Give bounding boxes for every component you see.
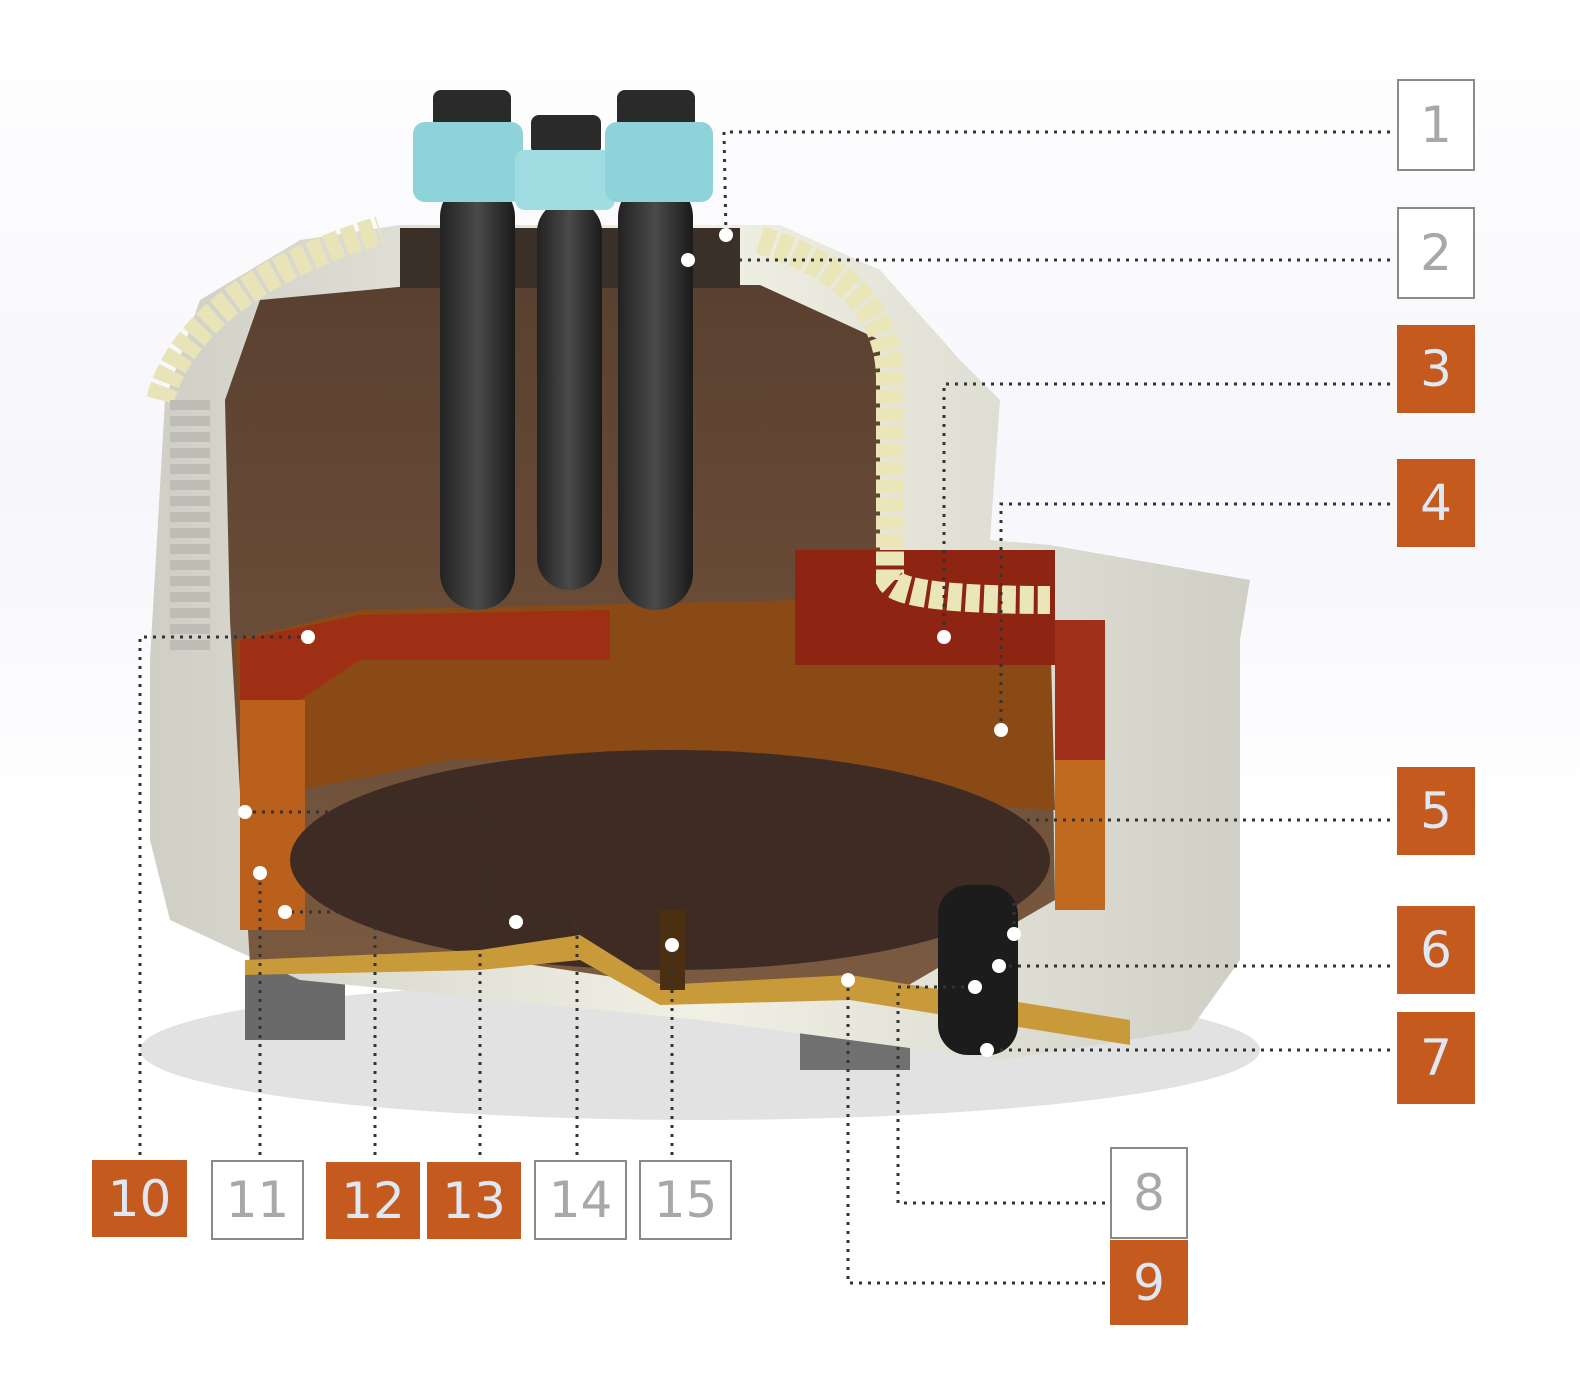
- leader-12: [285, 910, 377, 1155]
- molten-bath: [290, 750, 1050, 970]
- callout-9: 9: [1110, 1240, 1188, 1325]
- leader-8: [896, 985, 1105, 1205]
- callout-6: 6: [1397, 906, 1475, 994]
- leader-dots: [238, 228, 1021, 1057]
- callout-2: 2: [1397, 207, 1475, 299]
- callout-14: 14: [534, 1160, 627, 1240]
- red-brick-layer: [240, 610, 610, 700]
- leader-4: [999, 502, 1390, 730]
- red-brick-right: [795, 550, 1055, 665]
- leader-lines: [138, 130, 1390, 1285]
- red-brick-side: [1055, 620, 1105, 760]
- electrode-right: [618, 180, 693, 610]
- leader-9: [846, 980, 1105, 1285]
- callout-8: 8: [1110, 1147, 1188, 1239]
- callout-3: 3: [1397, 325, 1475, 413]
- roof-coil-right: [755, 226, 1051, 614]
- electrode-top-mid: [531, 115, 601, 155]
- electrode-left: [440, 180, 515, 610]
- leader-5: [1012, 818, 1390, 934]
- callout-15: 15: [639, 1160, 732, 1240]
- callout-10: 10: [92, 1160, 187, 1237]
- callout-12: 12: [326, 1162, 420, 1239]
- leader-1: [722, 130, 1390, 236]
- hearth-bottom: [245, 935, 1130, 1045]
- clamp-right: [605, 122, 713, 202]
- clamp-left: [413, 122, 523, 202]
- callout-5: 5: [1397, 767, 1475, 855]
- orange-wall-right: [1055, 760, 1105, 910]
- leader-13: [245, 810, 482, 1155]
- callout-7: 7: [1397, 1012, 1475, 1104]
- leader-3: [942, 382, 1390, 637]
- leader-10: [138, 635, 308, 1155]
- callout-11: 11: [211, 1160, 304, 1240]
- electrode-middle: [537, 200, 602, 590]
- callout-13: 13: [427, 1162, 521, 1239]
- clamp-mid: [515, 150, 615, 210]
- roof-coil-left: [146, 216, 385, 405]
- callout-1: 1: [1397, 79, 1475, 171]
- bottom-electrode: [938, 885, 1018, 1055]
- callout-4: 4: [1397, 459, 1475, 547]
